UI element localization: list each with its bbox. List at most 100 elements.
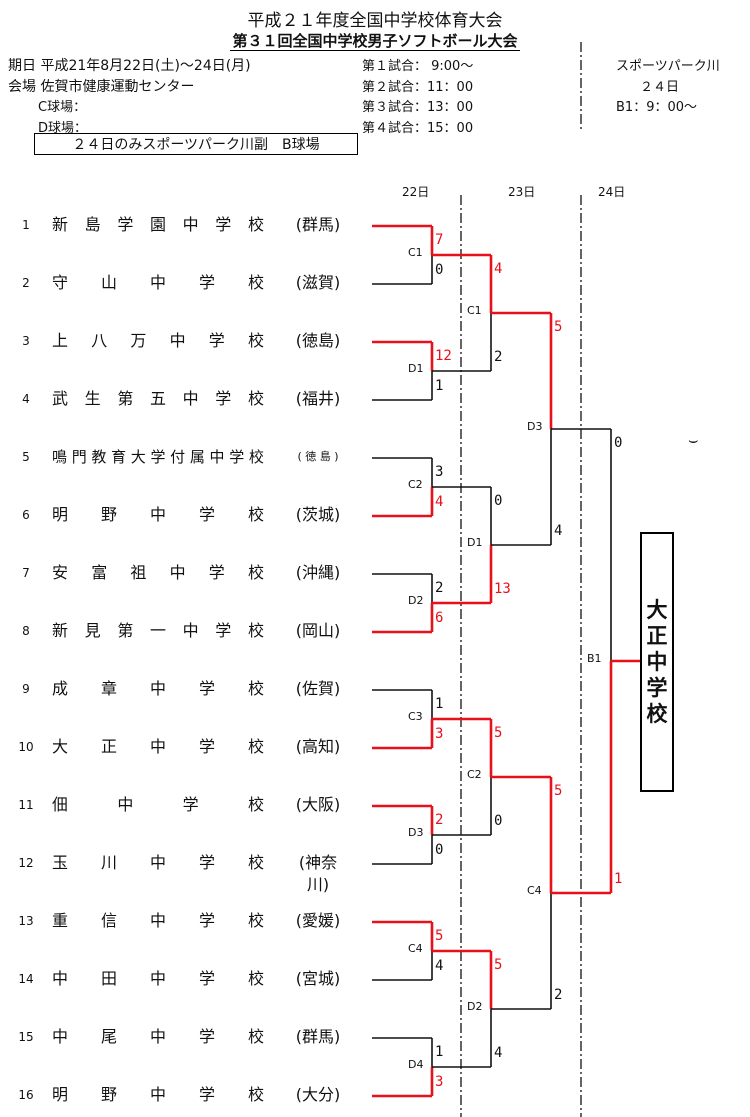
match-score: 4 xyxy=(494,261,503,277)
team-prefecture: (神奈川) xyxy=(298,853,338,894)
team-name: 武生第五中学校 xyxy=(52,389,264,408)
match-label: D1 xyxy=(467,536,483,549)
match-score: 5 xyxy=(554,319,563,335)
field-c-text: C球場： xyxy=(38,100,87,115)
match-label: D2 xyxy=(408,594,424,607)
schedule-2: 第２試合：11：00 xyxy=(362,80,474,95)
team-name: 玉川中学校 xyxy=(52,853,264,872)
champion-char: 正 xyxy=(646,624,668,648)
team-number: 6 xyxy=(22,508,30,522)
team-prefecture: (滋賀) xyxy=(295,273,341,292)
match-label: C2 xyxy=(467,768,482,781)
team-name: 安富祖中学校 xyxy=(52,563,264,582)
team-number: 11 xyxy=(18,798,34,812)
team-number: 14 xyxy=(18,972,34,986)
match-score: 12 xyxy=(435,348,452,364)
team-prefecture: (徳島) xyxy=(295,331,341,350)
team-name: 上八万中学校 xyxy=(52,331,264,350)
team-number: 7 xyxy=(22,566,30,580)
right-time: B1：9：00～ xyxy=(616,100,698,115)
team-number: 3 xyxy=(22,334,30,348)
match-label: D2 xyxy=(467,1000,483,1013)
match-score: 1 xyxy=(435,378,444,394)
match-score: 5 xyxy=(435,928,444,944)
champion-char: 校 xyxy=(646,702,668,726)
team-prefecture: (福井) xyxy=(295,389,341,408)
match-score: 4 xyxy=(435,958,444,974)
team-number: 5 xyxy=(22,450,30,464)
team-prefecture: (沖縄) xyxy=(295,563,341,582)
team-prefecture: (愛媛) xyxy=(295,911,341,930)
champion-box: 大 正 中 学 校 xyxy=(640,532,674,792)
team-number: 2 xyxy=(22,276,30,290)
match-label: C4 xyxy=(527,884,542,897)
match-label: D3 xyxy=(408,826,424,839)
match-label: C4 xyxy=(408,942,423,955)
match-score: 4 xyxy=(435,494,444,510)
page-subtitle: 第３１回全国中学校男子ソフトボール大会 xyxy=(0,30,750,51)
right-day: ２４日 xyxy=(640,80,680,95)
match-score: 5 xyxy=(494,725,503,741)
match-score: 3 xyxy=(435,726,444,742)
match-score: 1 xyxy=(614,871,623,887)
team-number: 4 xyxy=(22,392,30,406)
team-number: 16 xyxy=(18,1088,34,1102)
day-label-24: 24日 xyxy=(598,185,626,199)
match-label: C3 xyxy=(408,710,423,723)
match-label: D3 xyxy=(527,420,543,433)
match-score: 2 xyxy=(435,812,444,828)
team-number: 9 xyxy=(22,682,30,696)
team-name: 重信中学校 xyxy=(52,911,264,930)
team-name: 新島学園中学校 xyxy=(52,215,264,234)
team-name: 大正中学校 xyxy=(52,737,264,756)
page-title: 平成２１年度全国中学校体育大会 xyxy=(247,11,503,31)
match-score: 7 xyxy=(435,232,444,248)
team-name: 佃中学校 xyxy=(52,795,264,814)
team-number: 10 xyxy=(18,740,34,754)
team-prefecture: (高知) xyxy=(295,737,341,756)
match-score: 4 xyxy=(494,1045,503,1061)
team-name: 明野中学校 xyxy=(52,505,264,524)
match-label: C1 xyxy=(408,246,423,259)
match-score: 0 xyxy=(494,493,503,509)
team-name: 鳴門教育大学付属中学校 xyxy=(52,448,264,466)
team-name: 新見第一中学校 xyxy=(52,621,264,640)
match-label: D4 xyxy=(408,1058,424,1071)
team-prefecture: (佐賀) xyxy=(295,679,341,698)
schedule-1: 第１試合： 9:00～ xyxy=(362,59,474,74)
match-score: 0 xyxy=(494,813,503,829)
match-score: 0 xyxy=(435,842,444,858)
match-score: 2 xyxy=(435,580,444,596)
match-label: B1 xyxy=(587,652,602,665)
match-score: 2 xyxy=(494,349,503,365)
field-d-text: D球場： xyxy=(38,121,88,136)
subtitle-text: 第３１回全国中学校男子ソフトボール大会 xyxy=(230,32,520,51)
team-name: 中尾中学校 xyxy=(52,1027,264,1046)
team-prefecture: (群馬) xyxy=(295,1027,341,1046)
schedule-3: 第３試合：13：00 xyxy=(362,100,474,115)
team-prefecture: (宮城) xyxy=(295,969,341,988)
match-score: 5 xyxy=(494,957,503,973)
match-score: 3 xyxy=(435,1074,444,1090)
venue-note-box: ２４日のみスポーツパーク川副 B球場 xyxy=(34,133,358,155)
team-prefecture: ( 徳 島 ) xyxy=(297,450,339,463)
match-score: 4 xyxy=(554,523,563,539)
team-name: 中田中学校 xyxy=(52,969,264,988)
match-label: C2 xyxy=(408,478,423,491)
day-label-22: 22日 xyxy=(402,185,430,199)
team-prefecture: (大阪) xyxy=(295,795,341,814)
team-number: 8 xyxy=(22,624,30,638)
match-score: 6 xyxy=(435,610,444,626)
right-venue: スポーツパーク川 xyxy=(616,59,720,74)
match-score: 0 xyxy=(614,435,623,451)
team-number: 13 xyxy=(18,914,34,928)
match-label: C1 xyxy=(467,304,482,317)
team-number: 1 xyxy=(22,218,30,232)
team-prefecture: (茨城) xyxy=(295,505,341,524)
champion-char: 大 xyxy=(646,598,668,622)
venue-text: 会場 佐賀市健康運動センター xyxy=(8,79,195,95)
team-name: 守山中学校 xyxy=(52,273,264,292)
schedule-4: 第４試合：15：00 xyxy=(362,121,474,136)
match-score: 1 xyxy=(435,1044,444,1060)
